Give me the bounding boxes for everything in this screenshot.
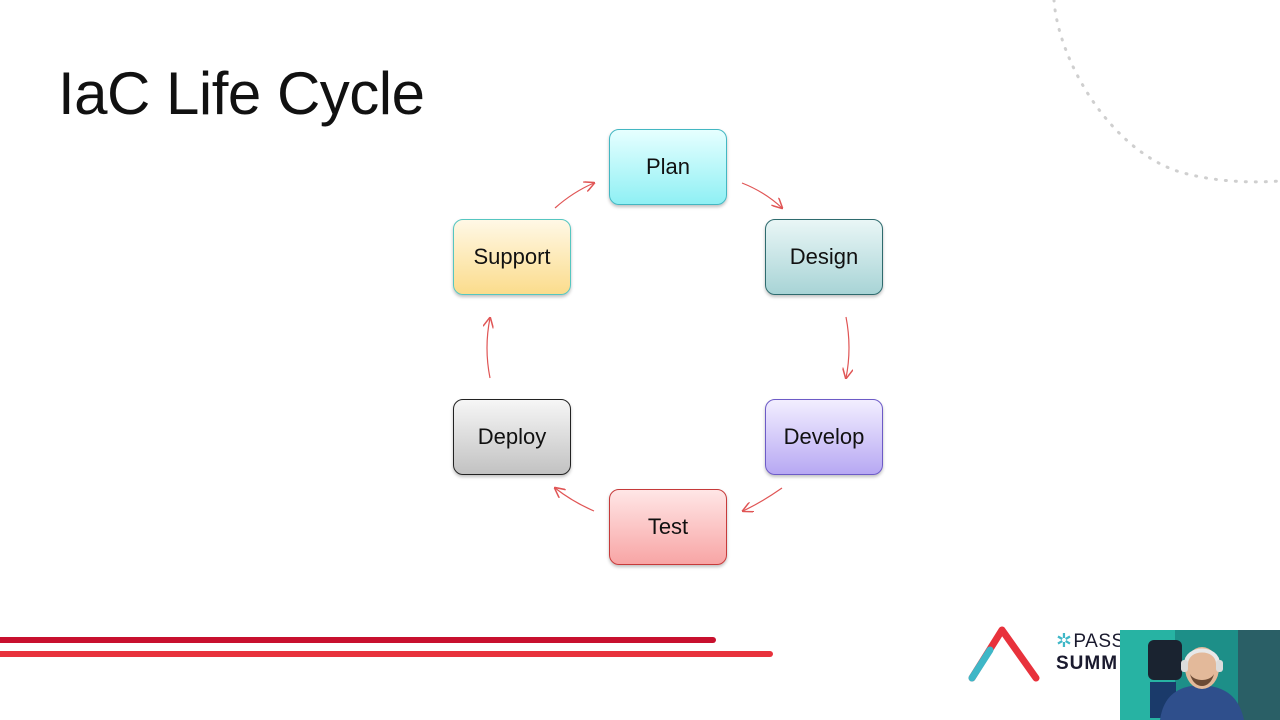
- cycle-node-deploy: Deploy: [453, 399, 571, 475]
- asterisk-icon: ✲: [1056, 631, 1073, 652]
- cycle-node-label: Develop: [783, 424, 865, 449]
- logo-summit-word: SUMM: [1056, 653, 1119, 674]
- footer-red-bar-bottom: [0, 651, 773, 657]
- arrow-develop-to-test: [743, 487, 783, 511]
- footer-red-bar-top: [0, 637, 716, 643]
- cycle-node-label: Test: [647, 514, 689, 539]
- cycle-node-label: Support: [473, 244, 551, 269]
- cycle-node-label: Plan: [645, 154, 691, 179]
- cycle-node-plan: Plan: [609, 129, 727, 205]
- pass-summit-logo-mark: [968, 626, 1040, 682]
- cycle-node-design: Design: [765, 219, 883, 295]
- arrow-design-to-develop: [846, 316, 849, 378]
- logo-pass-word: PASS: [1073, 631, 1125, 652]
- slide-title: IaC Life Cycle: [58, 60, 425, 127]
- person-with-headphones-icon: [1120, 630, 1280, 720]
- cycle-node-test: Test: [609, 489, 727, 565]
- cycle-node-label: Design: [789, 244, 859, 269]
- cycle-node-label: Deploy: [477, 424, 547, 449]
- cycle-node-support: Support: [453, 219, 571, 295]
- arrow-plan-to-design: [741, 182, 782, 208]
- arrow-test-to-deploy: [555, 488, 595, 512]
- cycle-node-develop: Develop: [765, 399, 883, 475]
- webcam-feed: [1120, 630, 1280, 720]
- arrow-support-to-plan: [554, 183, 594, 209]
- arrow-deploy-to-support: [487, 318, 490, 379]
